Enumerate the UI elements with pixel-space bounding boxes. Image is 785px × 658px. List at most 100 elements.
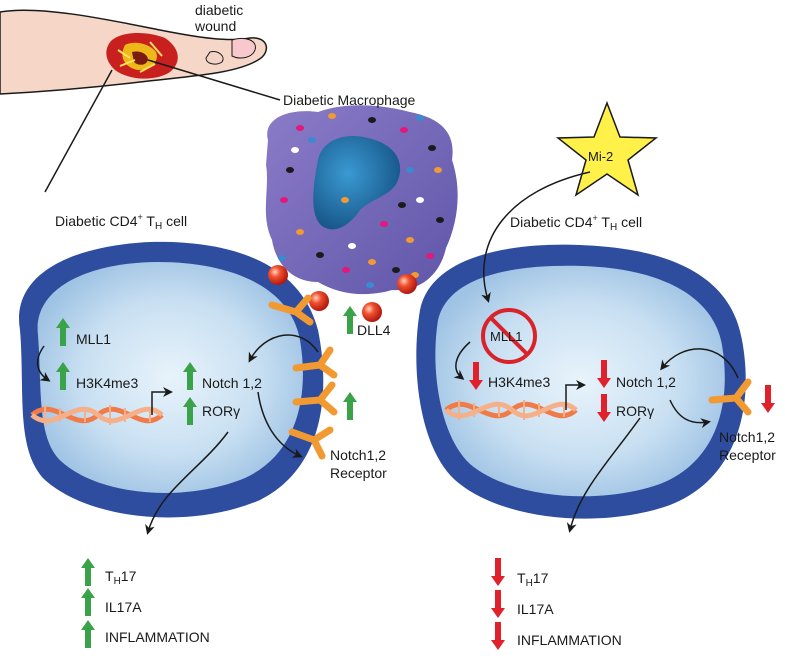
macrophage-granule <box>368 117 376 123</box>
receptor-shape <box>288 426 334 460</box>
up-arrow-icon <box>56 362 70 390</box>
macrophage-granule <box>278 255 286 261</box>
macrophage-granule <box>368 259 376 265</box>
macrophage-granule <box>366 282 374 288</box>
up-arrow-icon <box>343 306 357 334</box>
left-output-inflammation: INFLAMMATION <box>105 629 210 645</box>
up-arrow-icon <box>81 558 95 586</box>
receptor-shape <box>292 346 338 379</box>
left-output-arrow <box>145 431 229 535</box>
left-receptor-label-1: Notch1,2 <box>330 447 387 463</box>
macrophage-granule <box>286 167 294 173</box>
down-arrow-icon <box>491 558 505 586</box>
receptor-shape <box>292 381 338 416</box>
macrophage-granule <box>392 267 400 273</box>
receptor-shape <box>268 294 314 326</box>
macrophage-granule <box>296 125 304 131</box>
macrophage-granule <box>328 113 336 119</box>
left-h3k4me3-label: H3K4me3 <box>76 375 139 391</box>
macrophage-leader-line <box>147 59 281 101</box>
diabetic-wound <box>106 33 178 79</box>
up-arrow-icon <box>183 362 197 390</box>
right-cell-title: Diabetic CD4+ TH cell <box>510 213 643 233</box>
macrophage-granule <box>341 197 349 203</box>
right-receptor-to-notch-arrow <box>660 348 739 379</box>
left-receptor-label-2: Receptor <box>330 465 387 481</box>
macrophage-granule <box>416 197 424 203</box>
right-h3k4me3-label: H3K4me3 <box>488 374 551 390</box>
dll4-label: DLL4 <box>357 322 391 338</box>
dll4-ball <box>397 274 417 294</box>
notch-to-receptor-arrow <box>257 391 303 458</box>
right-output-il17a: IL17A <box>517 601 554 617</box>
macrophage-granule <box>400 127 408 133</box>
right-notch-to-receptor-arrow <box>669 399 711 429</box>
left-dna-helix <box>30 405 164 425</box>
cell-leader-line <box>44 69 113 193</box>
down-arrow-icon <box>597 360 611 388</box>
right-output-th17: TH17 <box>517 570 549 589</box>
diabetic-macrophage <box>265 105 458 295</box>
up-arrow-icon <box>81 588 95 616</box>
left-cd4-cell <box>19 241 324 518</box>
right-receptor-label-1: Notch1,2 <box>719 429 776 445</box>
macrophage-granule <box>434 167 442 173</box>
macrophage-granule <box>291 147 299 153</box>
left-mll1-label: MLL1 <box>76 331 112 347</box>
right-notch-receptor <box>708 378 752 416</box>
left-ror-label: RORγ <box>202 403 241 419</box>
wound-label-line2: wound <box>195 18 237 34</box>
down-arrow-icon <box>491 590 505 618</box>
right-mll1-arrow <box>453 341 471 380</box>
down-arrow-icon <box>469 362 483 390</box>
mll1-inhibited-icon <box>481 308 537 364</box>
up-arrow-icon <box>56 318 70 346</box>
wound-label-line1: diabetic <box>195 2 244 18</box>
macrophage-granule <box>436 217 444 223</box>
down-arrow-icon <box>491 622 505 650</box>
macrophage-granule <box>398 202 406 208</box>
right-output-arrow <box>566 417 641 533</box>
left-cell-title: Diabetic CD4+ TH cell <box>55 212 188 232</box>
macrophage-granule <box>428 145 436 151</box>
right-cd4-cell <box>416 244 746 519</box>
left-promoter-arrow <box>151 387 173 415</box>
macrophage-granule <box>296 229 304 235</box>
left-output-th17: TH17 <box>105 568 137 587</box>
dll4-ball <box>268 265 288 285</box>
right-receptor-label-2: Receptor <box>719 447 776 463</box>
macrophage-granule <box>406 237 414 243</box>
up-arrow-icon <box>343 392 357 420</box>
left-notch-receptors <box>268 294 338 460</box>
macrophage-label: Diabetic Macrophage <box>283 92 416 108</box>
mi2-inhibition-arrow <box>481 171 591 303</box>
right-promoter-arrow <box>565 380 586 410</box>
macrophage-granule <box>406 167 414 173</box>
macrophage-granule <box>280 197 288 203</box>
mi2-star <box>555 100 659 197</box>
macrophage-granule <box>416 115 424 121</box>
right-dna-helix <box>444 400 578 420</box>
up-arrow-icon <box>183 397 197 425</box>
macrophage-granule <box>308 137 316 143</box>
macrophage-granule <box>348 243 356 249</box>
macrophage-granule <box>342 267 350 273</box>
down-arrow-icon <box>761 385 775 413</box>
receptor-to-notch-arrow <box>248 334 319 363</box>
dll4-ball <box>309 291 329 311</box>
macrophage-granule <box>380 221 388 227</box>
left-notch-label: Notch 1,2 <box>202 375 262 391</box>
dll4-ball <box>362 302 382 322</box>
mll1-to-h3k4me3-arrow <box>36 345 51 382</box>
mi2-label: Mi-2 <box>588 149 614 164</box>
dll4-ligands <box>268 265 417 322</box>
macrophage-granule <box>426 253 434 259</box>
right-ror-label: RORγ <box>616 403 655 419</box>
right-notch-label: Notch 1,2 <box>616 374 676 390</box>
left-output-il17a: IL17A <box>105 599 142 615</box>
right-output-inflammation: INFLAMMATION <box>517 632 622 648</box>
down-arrow-icon <box>597 394 611 422</box>
up-arrow-icon <box>81 620 95 648</box>
right-mll1-label: MLL1 <box>490 329 523 344</box>
